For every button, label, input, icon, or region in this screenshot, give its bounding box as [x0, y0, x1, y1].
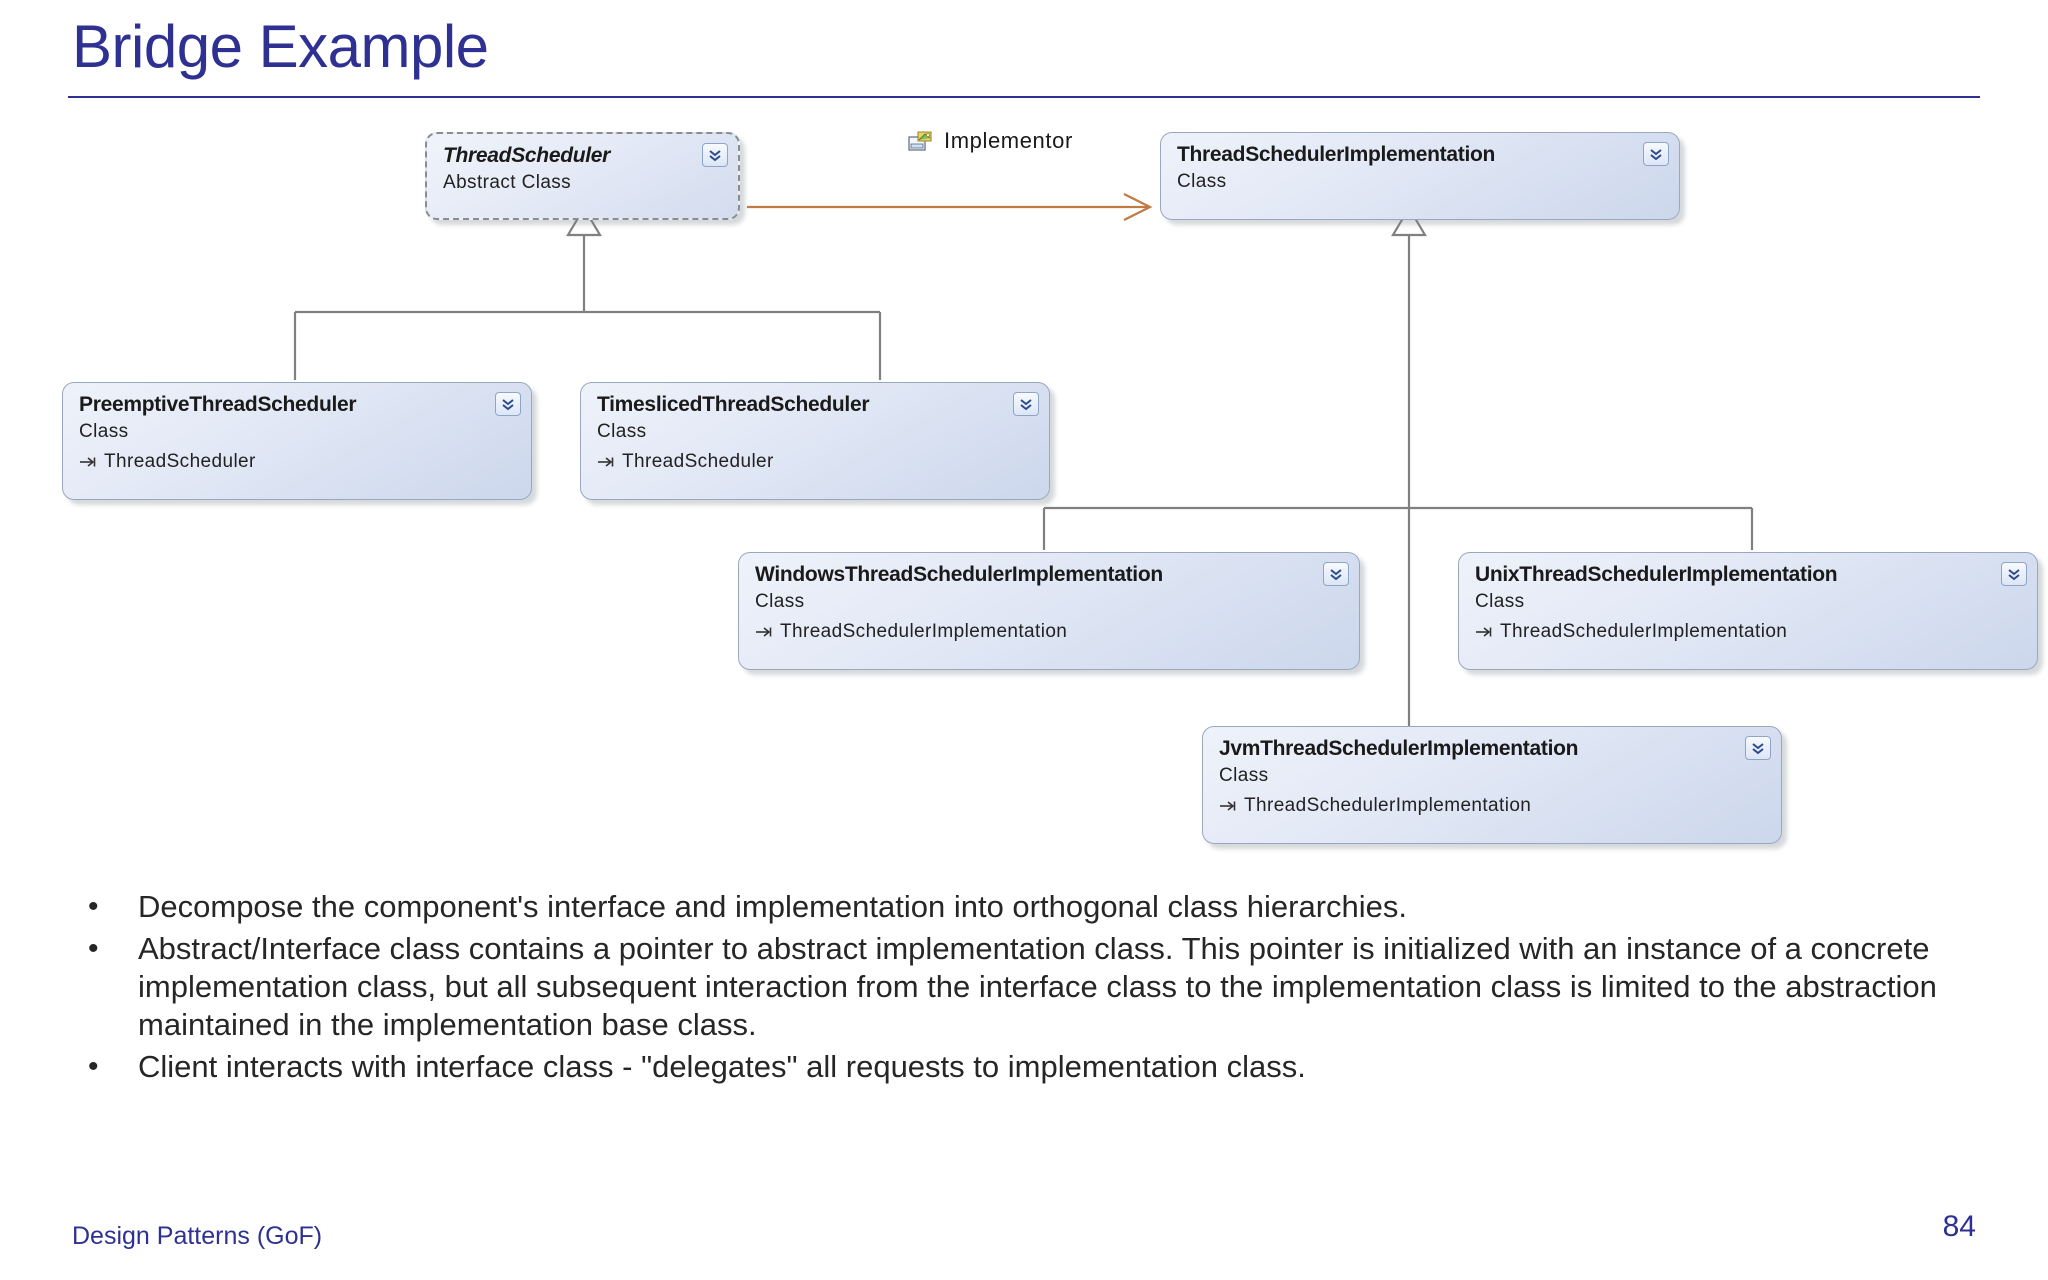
- uml-class-base-name: ThreadSchedulerImplementation: [1244, 795, 1532, 816]
- page-number: 84: [1942, 1210, 1976, 1243]
- uml-class-name: JvmThreadSchedulerImplementation: [1219, 737, 1579, 760]
- uml-class-thread-scheduler[interactable]: ThreadScheduler Abstract Class: [425, 132, 740, 220]
- uml-class-name: WindowsThreadSchedulerImplementation: [755, 563, 1163, 586]
- uml-class-stereotype: Class: [755, 591, 805, 612]
- uml-class-base: ThreadScheduler: [597, 451, 1035, 473]
- chevron-double-down-icon[interactable]: [2001, 562, 2027, 586]
- uml-class-base: ThreadSchedulerImplementation: [755, 621, 1345, 643]
- uml-class-preemptive-thread-scheduler[interactable]: PreemptiveThreadScheduler Class ThreadSc…: [62, 382, 532, 500]
- uml-class-base: ThreadSchedulerImplementation: [1475, 621, 2023, 643]
- thread-scheduler-inheritance-connector: [293, 233, 882, 380]
- inheritance-arrowhead: [1391, 205, 1427, 237]
- association-label-text: Implementor: [944, 128, 1073, 153]
- chevron-double-down-icon[interactable]: [495, 392, 521, 416]
- uml-class-base-name: ThreadSchedulerImplementation: [1500, 621, 1788, 642]
- bullet-text: Client interacts with interface class - …: [138, 1049, 1306, 1084]
- bullet-text: Abstract/Interface class contains a poin…: [138, 931, 1937, 1042]
- bullet-list: • Decompose the component's interface an…: [76, 888, 1996, 1090]
- inheritance-arrow-icon: [756, 627, 772, 637]
- chevron-double-down-icon[interactable]: [702, 143, 728, 167]
- chevron-double-down-icon[interactable]: [1643, 142, 1669, 166]
- inheritance-arrow-icon: [598, 457, 614, 467]
- inheritance-arrow-icon: [80, 457, 96, 467]
- thread-scheduler-implementation-inheritance-connector: [1042, 233, 1754, 778]
- implementor-association-connector: [747, 193, 1153, 221]
- uml-class-base-name: ThreadSchedulerImplementation: [780, 621, 1068, 642]
- uml-class-jvm-thread-scheduler-implementation[interactable]: JvmThreadSchedulerImplementation Class T…: [1202, 726, 1782, 844]
- uml-class-unix-thread-scheduler-implementation[interactable]: UnixThreadSchedulerImplementation Class …: [1458, 552, 2038, 670]
- bullet-text: Decompose the component's interface and …: [138, 889, 1408, 924]
- bullet-marker: •: [88, 1050, 99, 1083]
- uml-class-base-name: ThreadScheduler: [622, 451, 774, 472]
- chevron-double-down-icon[interactable]: [1323, 562, 1349, 586]
- chevron-double-down-icon[interactable]: [1745, 736, 1771, 760]
- list-item: • Abstract/Interface class contains a po…: [76, 930, 1996, 1044]
- uml-class-windows-thread-scheduler-implementation[interactable]: WindowsThreadSchedulerImplementation Cla…: [738, 552, 1360, 670]
- chevron-double-down-icon[interactable]: [1013, 392, 1039, 416]
- footer-deck-title: Design Patterns (GoF): [72, 1222, 323, 1250]
- uml-class-name: ThreadScheduler: [443, 144, 611, 167]
- bullet-marker: •: [88, 932, 99, 965]
- uml-class-timesliced-thread-scheduler[interactable]: TimeslicedThreadScheduler Class ThreadSc…: [580, 382, 1050, 500]
- list-item: • Decompose the component's interface an…: [76, 888, 1996, 926]
- uml-class-base: ThreadScheduler: [79, 451, 517, 473]
- uml-class-stereotype: Class: [1219, 765, 1269, 786]
- uml-class-name: PreemptiveThreadScheduler: [79, 393, 357, 416]
- inheritance-arrow-icon: [1476, 627, 1492, 637]
- uml-class-stereotype: Class: [1475, 591, 1525, 612]
- uml-class-name: UnixThreadSchedulerImplementation: [1475, 563, 1838, 586]
- list-item: • Client interacts with interface class …: [76, 1048, 1996, 1086]
- inheritance-arrow-icon: [1220, 801, 1236, 811]
- title-divider: [68, 96, 1980, 98]
- association-label-implementor: Implementor: [908, 128, 1073, 154]
- inheritance-arrowhead: [566, 205, 602, 237]
- bullet-marker: •: [88, 890, 99, 923]
- uml-class-stereotype: Class: [597, 421, 647, 442]
- uml-class-stereotype: Class: [1177, 171, 1227, 192]
- uml-class-stereotype: Abstract Class: [443, 172, 572, 193]
- uml-class-stereotype: Class: [79, 421, 129, 442]
- uml-class-diagram: ThreadScheduler Abstract Class Implement…: [0, 110, 2048, 870]
- property-association-icon: [908, 131, 932, 151]
- page-title: Bridge Example: [72, 13, 489, 80]
- uml-class-base: ThreadSchedulerImplementation: [1219, 795, 1767, 817]
- uml-class-thread-scheduler-implementation[interactable]: ThreadSchedulerImplementation Class: [1160, 132, 1680, 220]
- uml-class-name: TimeslicedThreadScheduler: [597, 393, 870, 416]
- uml-class-base-name: ThreadScheduler: [104, 451, 256, 472]
- uml-class-name: ThreadSchedulerImplementation: [1177, 143, 1496, 166]
